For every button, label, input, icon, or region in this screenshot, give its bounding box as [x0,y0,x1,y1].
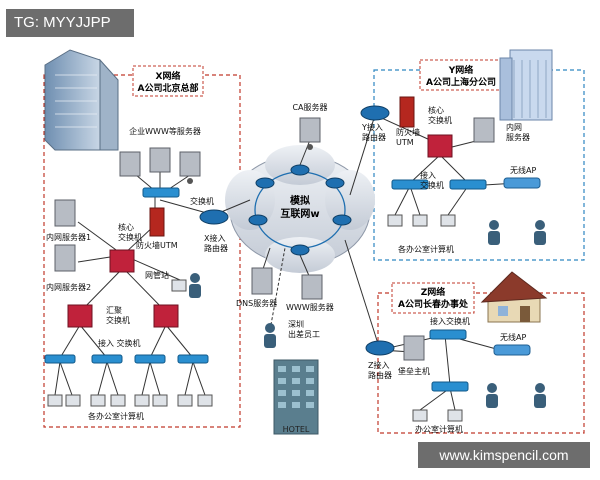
label-offices-z: 办公室计算机 [415,424,463,434]
label-x-switch: 交换机 [190,196,214,206]
label-traveler: 深圳出差员工 [288,319,320,339]
label-y-router: Y接入路由器 [361,122,386,142]
router-icon [199,105,395,356]
internet-label-2: 互联网w [280,207,319,220]
core-switch-icon [67,134,453,328]
lock-icon [187,178,193,184]
label-www-server: WWW服务器 [286,302,334,312]
user-icon [189,220,546,408]
switch-icon [44,179,487,392]
label-wireless-ap-y: 无线AP [510,165,536,175]
branch-building-icon [499,49,553,121]
label-access-switch-y: 接入交换机 [420,170,444,190]
label-intranet-2: 内网服务器2 [46,282,91,292]
x-title: X网络 [156,70,181,82]
hq-building-icon [44,49,119,151]
firewall-icon [149,96,415,237]
pc-icon [47,214,463,422]
hotel-building-icon [273,359,319,435]
label-dns-server: DNS服务器 [236,298,277,308]
z-subtitle: A公司长春办事处 [398,298,469,310]
label-offices-x: 各办公室计算机 [88,411,144,421]
label-firewall-x: 防火墙UTM [136,240,178,250]
label-agg-switch: 汇聚交换机 [106,306,130,325]
label-core-switch-y: 核心交换机 [428,105,452,125]
y-title-box [419,59,503,91]
z-title: Z网络 [421,286,446,298]
label-ca-server: CA服务器 [292,102,327,112]
watermark-site: www.kimspencil.com [418,442,590,468]
label-netadmin: 网管站 [145,270,169,280]
label-access-switch-z: 接入交换机 [430,316,470,326]
label-intranet-1: 内网服务器1 [46,232,91,242]
z-title-box [391,282,475,314]
x-title-box [132,65,204,97]
z-network-region [377,292,585,434]
internet-label-1: 模拟 [290,194,310,207]
watermark-tag: TG: MYYJJPP [6,9,134,37]
y-title: Y网络 [448,64,474,76]
label-z-router: Z接入路由器 [368,360,392,380]
hotel-label: HOTEL [283,425,310,434]
label-x-router: X接入路由器 [204,233,228,253]
x-subtitle: A公司北京总部 [138,82,199,94]
house-icon [480,271,548,323]
label-wireless-ap-z: 无线AP [500,332,526,342]
lock-icon [307,144,313,150]
wireless-ap-icon [493,177,541,356]
label-access-switch-x: 接入 交换机 [98,338,141,348]
label-intranet-y: 内网服务器 [506,122,530,142]
y-subtitle: A公司上海分公司 [426,76,496,88]
server-icon [54,117,495,361]
label-bastion: 堡垒主机 [398,366,430,376]
label-offices-y: 各办公室计算机 [398,244,454,254]
label-www-servers: 企业WWW等服务器 [129,126,201,136]
label-core-switch-x: 核心交换机 [118,222,142,242]
